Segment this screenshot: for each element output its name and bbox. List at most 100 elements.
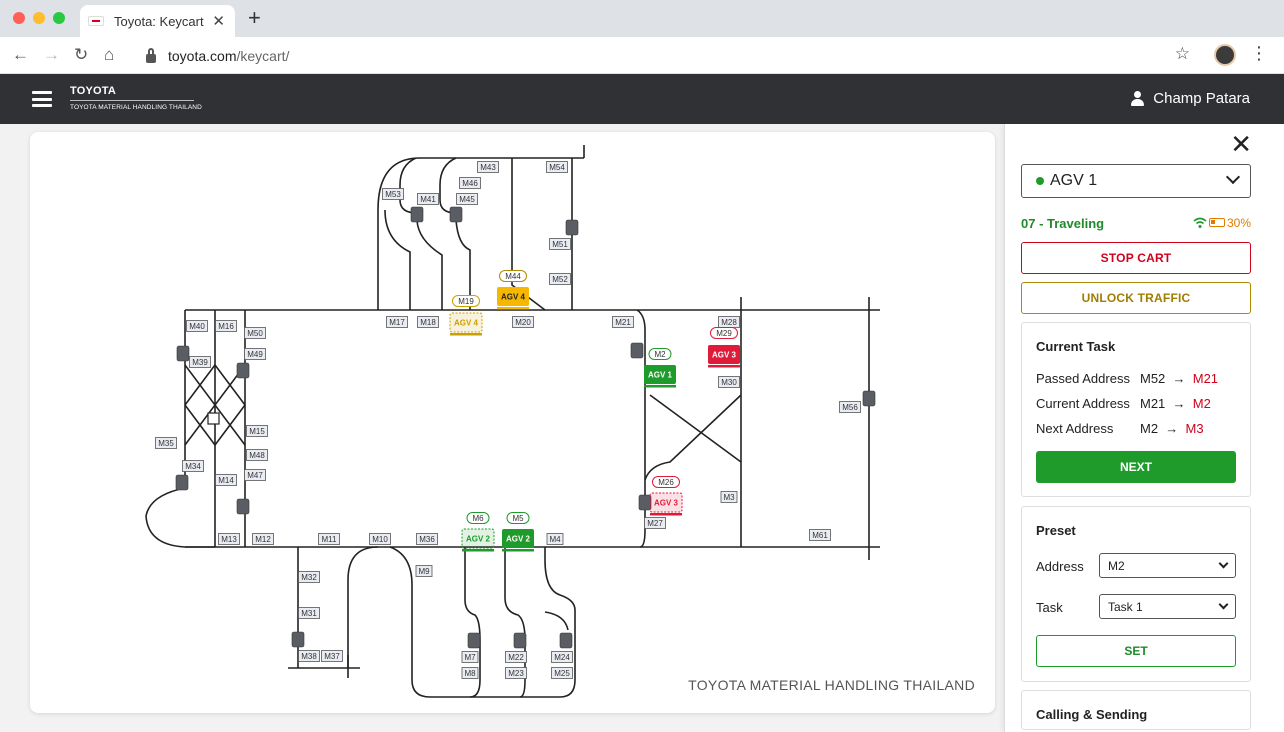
map-marker-m53[interactable]: M53 <box>382 188 404 200</box>
map-marker-m8[interactable]: M8 <box>461 667 479 679</box>
minimize-window-button[interactable] <box>33 12 45 24</box>
map-marker-m29[interactable]: M29 <box>710 327 738 339</box>
agv-badge-agv3-target[interactable]: AGV 3 <box>649 492 683 516</box>
map-marker-m6[interactable]: M6 <box>466 512 490 524</box>
profile-avatar[interactable] <box>1214 44 1236 66</box>
map-marker-m17[interactable]: M17 <box>386 316 408 328</box>
dock-station[interactable] <box>513 632 527 649</box>
dock-station[interactable] <box>467 632 481 649</box>
map-marker-m44[interactable]: M44 <box>499 270 527 282</box>
agv-badge-agv4[interactable]: AGV 4 <box>497 287 529 310</box>
map-marker-m46[interactable]: M46 <box>459 177 481 189</box>
map-marker-m15[interactable]: M15 <box>246 425 268 437</box>
close-window-button[interactable] <box>13 12 25 24</box>
dock-station[interactable] <box>291 631 305 648</box>
reload-icon[interactable]: ↻ <box>74 45 89 64</box>
set-button[interactable]: SET <box>1036 635 1236 667</box>
stop-cart-button[interactable]: STOP CART <box>1021 242 1251 274</box>
map-marker-m40[interactable]: M40 <box>186 320 208 332</box>
map-marker-m13[interactable]: M13 <box>218 533 240 545</box>
maximize-window-button[interactable] <box>53 12 65 24</box>
map-marker-m36[interactable]: M36 <box>416 533 438 545</box>
dock-station[interactable] <box>559 632 573 649</box>
map-marker-m14[interactable]: M14 <box>215 474 237 486</box>
map-marker-m51[interactable]: M51 <box>549 238 571 250</box>
agv-badge-agv4-target[interactable]: AGV 4 <box>449 312 483 336</box>
map-marker-m52[interactable]: M52 <box>549 273 571 285</box>
map-marker-m47[interactable]: M47 <box>244 469 266 481</box>
map-marker-m16[interactable]: M16 <box>215 320 237 332</box>
hamburger-menu-icon[interactable] <box>32 91 52 107</box>
back-icon[interactable]: ← <box>12 45 29 64</box>
dock-station[interactable] <box>176 345 190 362</box>
map-marker-m4[interactable]: M4 <box>546 533 564 545</box>
map-marker-m28[interactable]: M28 <box>718 316 740 328</box>
dock-station[interactable] <box>638 494 652 511</box>
agv-badge-agv1[interactable]: AGV 1 <box>644 365 676 388</box>
address-bar[interactable]: toyota.com/keycart/ <box>138 42 1200 70</box>
map-marker-m45[interactable]: M45 <box>456 193 478 205</box>
map-marker-m25[interactable]: M25 <box>551 667 573 679</box>
map-marker-m49[interactable]: M49 <box>244 348 266 360</box>
map-marker-m48[interactable]: M48 <box>246 449 268 461</box>
map-marker-m9[interactable]: M9 <box>415 565 433 577</box>
agv-selector[interactable]: AGV 1 <box>1021 164 1251 198</box>
bookmark-star-icon[interactable]: ☆ <box>1174 44 1190 63</box>
map-marker-m34[interactable]: M34 <box>182 460 204 472</box>
map-marker-m54[interactable]: M54 <box>546 161 568 173</box>
map-marker-m37[interactable]: M37 <box>321 650 343 662</box>
dock-station[interactable] <box>236 362 250 379</box>
map-marker-m23[interactable]: M23 <box>505 667 527 679</box>
map-marker-m3[interactable]: M3 <box>720 491 738 503</box>
map-marker-m21[interactable]: M21 <box>612 316 634 328</box>
map-marker-m50[interactable]: M50 <box>244 327 266 339</box>
unlock-traffic-button[interactable]: UNLOCK TRAFFIC <box>1021 282 1251 314</box>
dock-station[interactable] <box>630 342 644 359</box>
home-icon[interactable]: ⌂ <box>104 45 115 64</box>
dock-station[interactable] <box>565 219 579 236</box>
map-marker-m26[interactable]: M26 <box>652 476 680 488</box>
map-marker-m31[interactable]: M31 <box>298 607 320 619</box>
user-icon <box>1131 91 1145 106</box>
user-menu[interactable]: Champ Patara <box>1131 90 1250 107</box>
next-button[interactable]: NEXT <box>1036 451 1236 483</box>
dock-station[interactable] <box>175 474 189 491</box>
map-marker-m11[interactable]: M11 <box>318 533 340 545</box>
address-select[interactable]: M2 <box>1099 553 1236 578</box>
dock-station[interactable] <box>236 498 250 515</box>
tab-close-icon[interactable]: ✕ <box>212 13 225 30</box>
map-marker-m27[interactable]: M27 <box>644 517 666 529</box>
map-marker-m7[interactable]: M7 <box>461 651 479 663</box>
dock-station[interactable] <box>862 390 876 407</box>
map-marker-m12[interactable]: M12 <box>252 533 274 545</box>
map-marker-m20[interactable]: M20 <box>512 316 534 328</box>
map-marker-m22[interactable]: M22 <box>505 651 527 663</box>
dock-station[interactable] <box>449 206 463 223</box>
map-marker-m35[interactable]: M35 <box>155 437 177 449</box>
map-marker-m18[interactable]: M18 <box>417 316 439 328</box>
task-select[interactable]: Task 1 <box>1099 594 1236 619</box>
map-marker-m5[interactable]: M5 <box>506 512 530 524</box>
map-marker-m43[interactable]: M43 <box>477 161 499 173</box>
browser-tab[interactable]: Toyota: Keycart ✕ <box>80 5 235 37</box>
map-marker-m30[interactable]: M30 <box>718 376 740 388</box>
map-marker-m39[interactable]: M39 <box>189 356 211 368</box>
svg-text:M38: M38 <box>301 652 317 661</box>
dock-station[interactable] <box>410 206 424 223</box>
map-marker-m61[interactable]: M61 <box>809 529 831 541</box>
agv-badge-agv2-target[interactable]: AGV 2 <box>461 528 495 552</box>
browser-menu-icon[interactable]: ⋮ <box>1250 43 1268 63</box>
map-marker-m41[interactable]: M41 <box>417 193 439 205</box>
map-marker-m19[interactable]: M19 <box>452 295 480 307</box>
map-marker-m32[interactable]: M32 <box>298 571 320 583</box>
agv-badge-agv2[interactable]: AGV 2 <box>502 529 534 552</box>
agv-badge-agv3[interactable]: AGV 3 <box>708 345 740 368</box>
forward-icon[interactable]: → <box>43 45 60 64</box>
map-marker-m56[interactable]: M56 <box>839 401 861 413</box>
close-panel-icon[interactable]: ✕ <box>1230 129 1252 159</box>
map-marker-m38[interactable]: M38 <box>298 650 320 662</box>
new-tab-button[interactable]: + <box>248 5 261 30</box>
map-marker-m24[interactable]: M24 <box>551 651 573 663</box>
map-marker-m2[interactable]: M2 <box>648 348 672 360</box>
map-marker-m10[interactable]: M10 <box>369 533 391 545</box>
